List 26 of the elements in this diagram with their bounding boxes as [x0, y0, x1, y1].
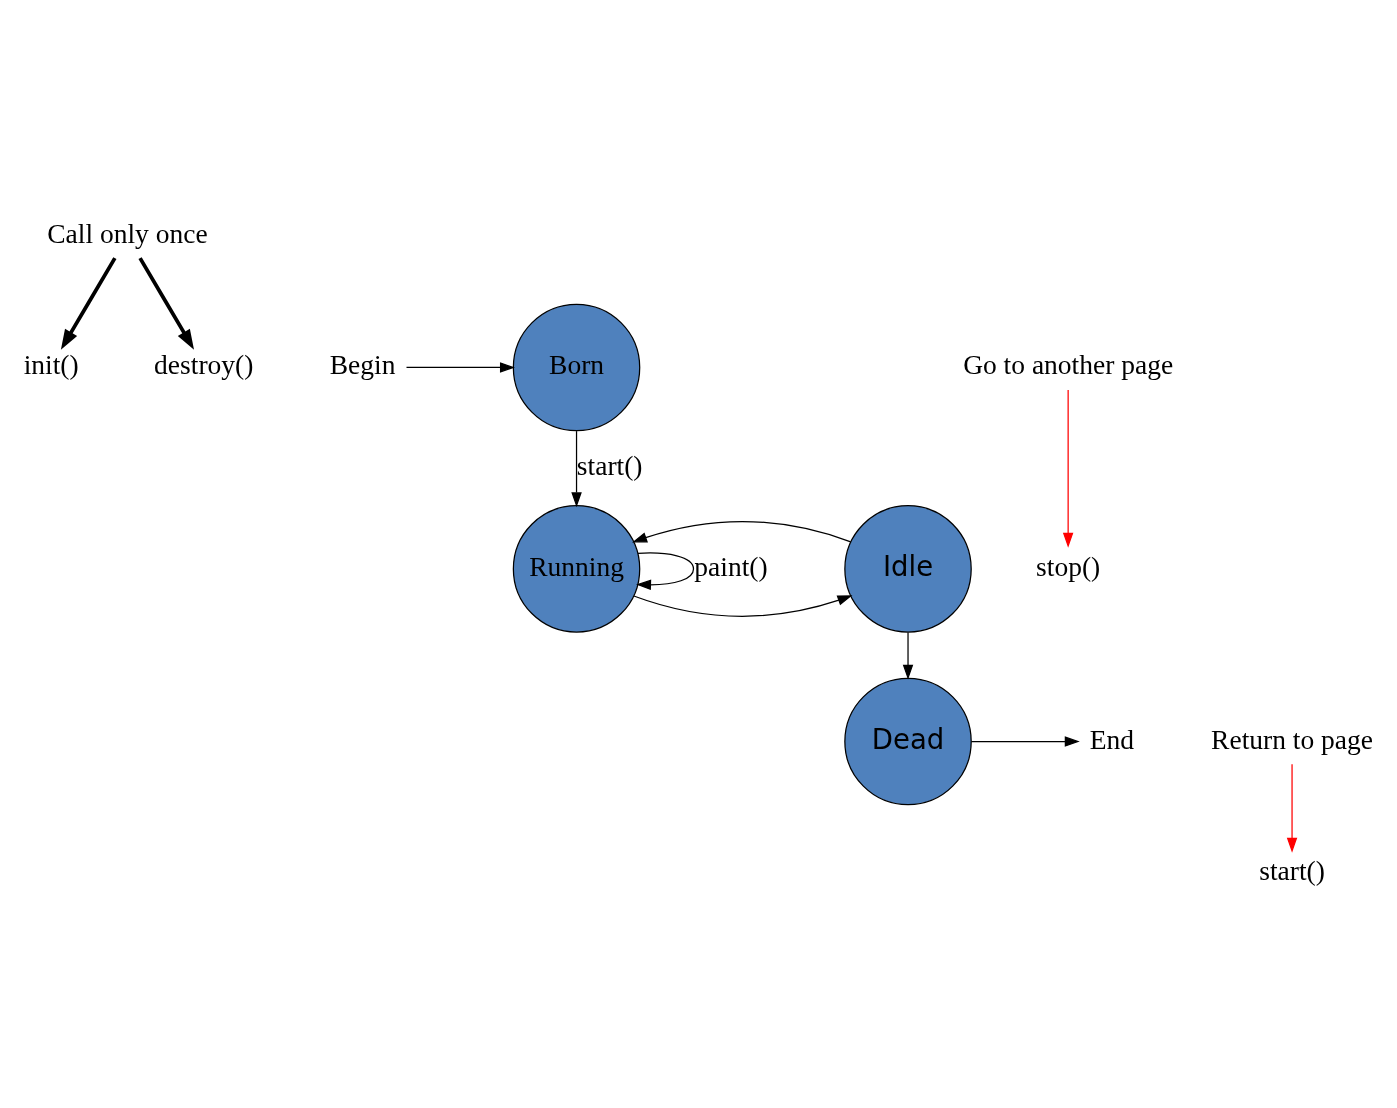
node-text: Return to page [1211, 723, 1374, 755]
node-text: stop() [1036, 550, 1101, 582]
node-text: Go to another page [963, 349, 1174, 380]
node-circle: Running [512, 504, 641, 633]
edge-label: start() [576, 449, 643, 481]
node-text: init() [23, 349, 79, 380]
node-text: Begin [329, 349, 396, 380]
node-text: start() [1259, 854, 1325, 886]
arrow [571, 430, 582, 507]
node-text: destroy() [154, 349, 254, 380]
arrow [1286, 763, 1298, 853]
arrow [138, 256, 195, 350]
node-circle: Dead [844, 677, 972, 805]
arrow [633, 594, 853, 617]
arrow [1062, 388, 1074, 548]
arrow [632, 520, 852, 542]
node-text: Call only once [47, 217, 208, 249]
arrow [405, 361, 515, 373]
arrow [902, 631, 914, 680]
arrow [636, 551, 695, 590]
node-text: End [1089, 723, 1135, 755]
arrow [60, 256, 117, 350]
arrow [970, 735, 1080, 747]
node-circle: Born [512, 303, 641, 431]
node-circle: Idle [844, 504, 972, 633]
edge-label: paint() [694, 550, 768, 582]
